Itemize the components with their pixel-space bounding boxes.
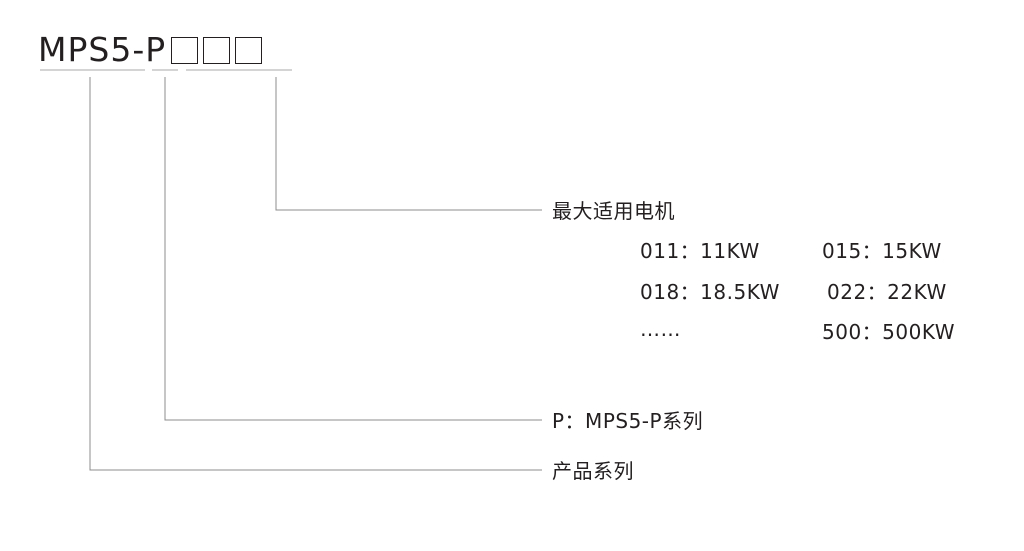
connector-series (164, 77, 542, 421)
placeholder-box-2 (203, 36, 231, 64)
placeholder-box-3 (235, 36, 263, 64)
model-prefix: MPS5-P (38, 30, 167, 69)
model-code: MPS5-P (38, 30, 263, 70)
motor-value-022: 022：22KW (827, 280, 947, 304)
label-p-series: P：MPS5-P系列 (552, 409, 704, 433)
motor-value-015: 015：15KW (822, 239, 942, 263)
label-product-series: 产品系列 (552, 459, 634, 483)
motor-value-018: 018：18.5KW (640, 280, 780, 304)
connector-motor (275, 77, 542, 211)
motor-value-ellipsis: …… (640, 317, 681, 341)
connector-product (89, 77, 542, 471)
motor-value-011: 011：11KW (640, 239, 760, 263)
label-max-motor: 最大适用电机 (552, 199, 675, 223)
placeholder-box-1 (171, 36, 199, 64)
motor-value-500: 500：500KW (822, 320, 956, 344)
